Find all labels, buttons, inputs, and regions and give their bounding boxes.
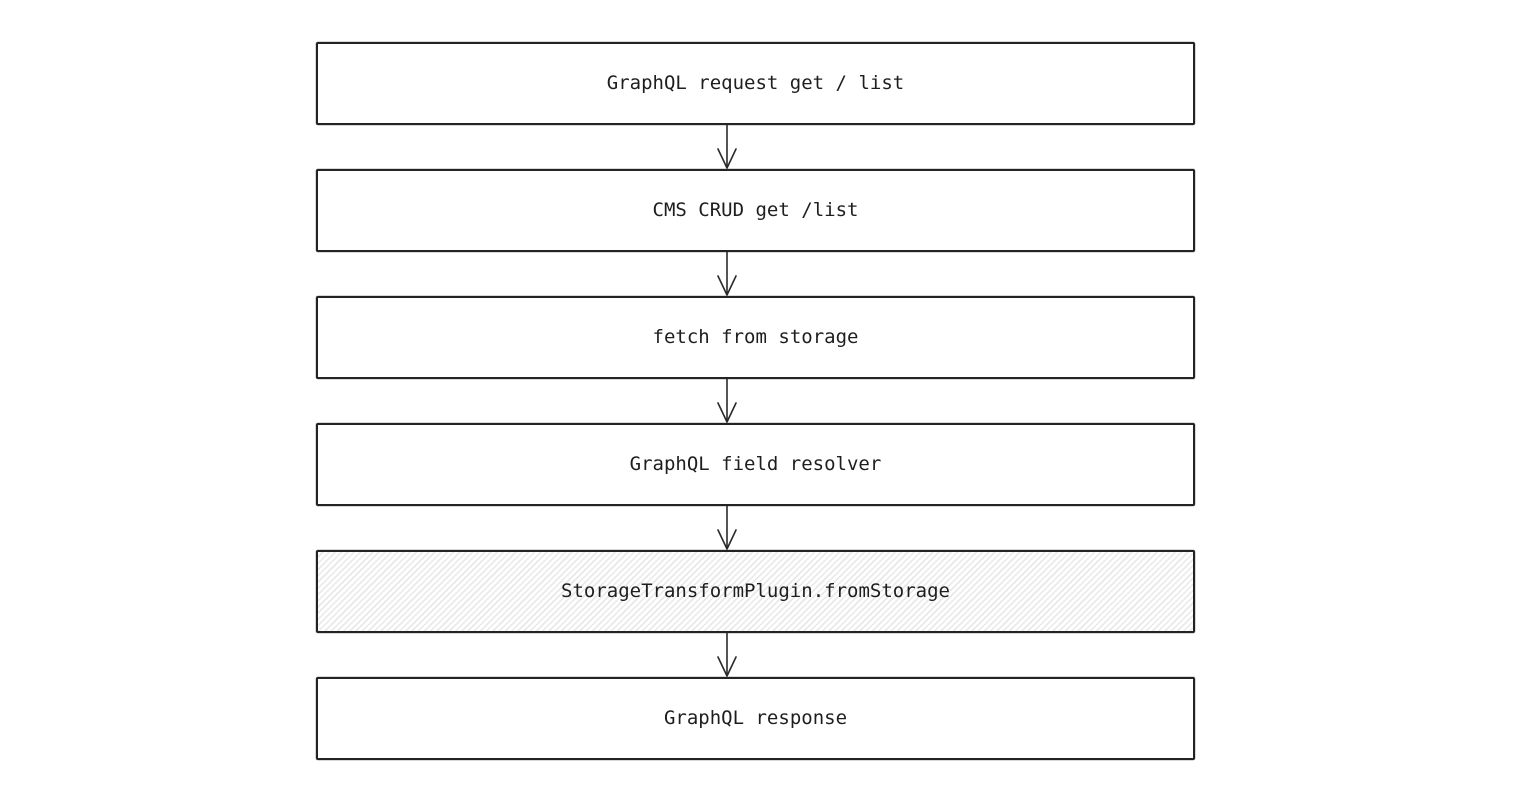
node-label-graphql-response: GraphQL response xyxy=(663,707,848,729)
node-label-graphql-request: GraphQL request get / list xyxy=(606,72,905,94)
flow-node-cms-crud: CMS CRUD get /list xyxy=(316,169,1195,252)
connector-5 xyxy=(316,633,1195,677)
connector-2 xyxy=(316,252,1195,296)
arrow-down-icon xyxy=(717,379,737,423)
flow-node-field-resolver: GraphQL field resolver xyxy=(316,423,1195,506)
arrow-down-icon xyxy=(717,506,737,550)
arrow-down-icon xyxy=(717,633,737,677)
node-label-fetch-storage: fetch from storage xyxy=(652,326,859,348)
node-label-field-resolver: GraphQL field resolver xyxy=(629,453,882,475)
flow-node-graphql-response: GraphQL response xyxy=(316,677,1195,760)
node-label-storage-transform: StorageTransformPlugin.fromStorage xyxy=(561,580,950,602)
connector-3 xyxy=(316,379,1195,423)
connector-4 xyxy=(316,506,1195,550)
flowchart: GraphQL request get / list CMS CRUD get … xyxy=(316,42,1195,760)
flow-node-storage-transform: StorageTransformPlugin.fromStorage xyxy=(316,550,1195,633)
arrow-down-icon xyxy=(717,125,737,169)
arrow-down-icon xyxy=(717,252,737,296)
connector-1 xyxy=(316,125,1195,169)
flow-node-graphql-request: GraphQL request get / list xyxy=(316,42,1195,125)
node-label-cms-crud: CMS CRUD get /list xyxy=(652,199,859,221)
flow-node-fetch-storage: fetch from storage xyxy=(316,296,1195,379)
